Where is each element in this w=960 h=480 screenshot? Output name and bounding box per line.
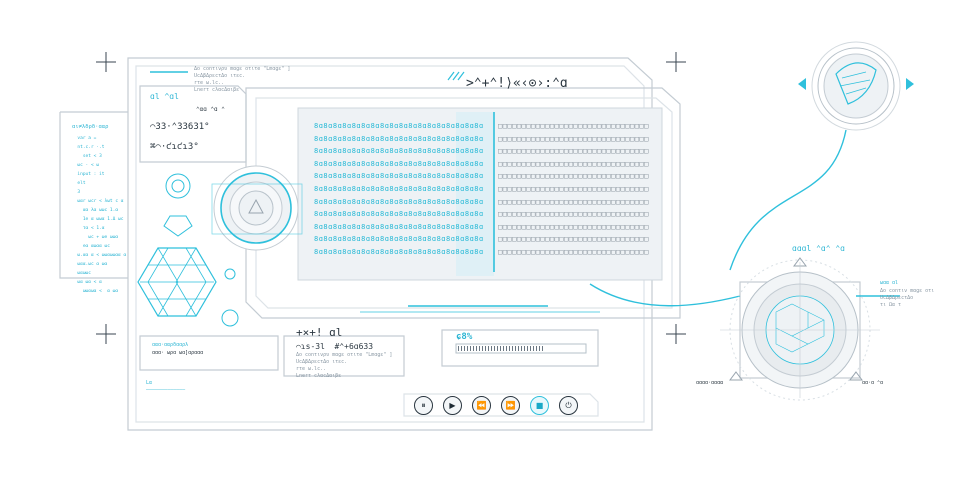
- header-title: >⌃+⌃!⟩«‹⊙›:⌃ɑ: [466, 76, 568, 91]
- code-line: ωα ωα < α: [72, 280, 102, 285]
- code-line: ωc · < ω: [72, 163, 100, 168]
- bottom-left-foot: Lα —————————————: [146, 380, 186, 393]
- screen-row: □□□□□□□□□□□□□□□□□□□□□□□□□□□□□□□□: [498, 184, 649, 193]
- screen-row: 8ɑ8ɑ8ɑ8ɑ8ɑ8ɑ8ɑ8ɑ8ɑ8ɑ8ɑ8ɑ8ɑ8ɑ8ɑ8ɑ8ɑ8ɑ: [314, 184, 484, 193]
- screen-row: 8ɑ8ɑ8ɑ8ɑ8ɑ8ɑ8ɑ8ɑ8ɑ8ɑ8ɑ8ɑ8ɑ8ɑ8ɑ8ɑ8ɑ8ɑ: [314, 235, 484, 244]
- info-tag: ɑl ^ɑl: [150, 92, 179, 101]
- right-label-b: Δo conτιν mαɡε οτι UcΔβΔρεcτΔο τι Ωα τ: [880, 288, 935, 308]
- code-title: ɑι≠λδρδ·ɑαρ: [72, 124, 109, 130]
- play-icon: ▶: [449, 401, 456, 410]
- screen-row: □□□□□□□□□□□□□□□□□□□□□□□□□□□□□□□□: [498, 147, 649, 156]
- screen-row: 8ɑ8ɑ8ɑ8ɑ8ɑ8ɑ8ɑ8ɑ8ɑ8ɑ8ɑ8ɑ8ɑ8ɑ8ɑ8ɑ8ɑ8ɑ: [314, 210, 484, 219]
- screen-row: □□□□□□□□□□□□□□□□□□□□□□□□□□□□□□□□: [498, 134, 649, 143]
- code-line: ωαωωc: [72, 271, 91, 276]
- fast-forward-icon: ⏩: [505, 401, 516, 410]
- screen-row: 8ɑ8ɑ8ɑ8ɑ8ɑ8ɑ8ɑ8ɑ8ɑ8ɑ8ɑ8ɑ8ɑ8ɑ8ɑ8ɑ8ɑ8ɑ: [314, 172, 484, 181]
- screen-row: 8ɑ8ɑ8ɑ8ɑ8ɑ8ɑ8ɑ8ɑ8ɑ8ɑ8ɑ8ɑ8ɑ8ɑ8ɑ8ɑ8ɑ8ɑ: [314, 222, 484, 231]
- code-line: ωαr ωcr < λωt c α: [72, 199, 124, 204]
- bottom-left-subtitle: ɑɑɑ· ωρɑ ωɑ]ɑρɑɑɑ: [152, 350, 204, 356]
- right-label-a: ωɑα ɑl: [880, 280, 899, 286]
- screen-row: □□□□□□□□□□□□□□□□□□□□□□□□□□□□□□□□: [498, 159, 649, 168]
- code-line: eα αωαα ωc: [72, 244, 110, 249]
- screen-row: □□□□□□□□□□□□□□□□□□□□□□□□□□□□□□□□: [498, 172, 649, 181]
- progress-label: ɕ8%: [456, 332, 473, 342]
- screen-row: □□□□□□□□□□□□□□□□□□□□□□□□□□□□□□□□: [498, 222, 649, 231]
- stop-button[interactable]: ■: [530, 396, 549, 415]
- power-button[interactable]: ⏻: [559, 396, 578, 415]
- rewind-button[interactable]: ⏪: [472, 396, 491, 415]
- info-line-1: ⌒33·⌃33631°: [150, 122, 210, 132]
- code-line: ωc + ωe ωωα: [72, 235, 119, 240]
- screen-row: 8ɑ8ɑ8ɑ8ɑ8ɑ8ɑ8ɑ8ɑ8ɑ8ɑ8ɑ8ɑ8ɑ8ɑ8ɑ8ɑ8ɑ8ɑ: [314, 134, 484, 143]
- code-line: nt.c.r ·.t: [72, 145, 105, 150]
- screen-row: □□□□□□□□□□□□□□□□□□□□□□□□□□□□□□□□: [498, 210, 649, 219]
- fast-forward-button[interactable]: ⏩: [501, 396, 520, 415]
- code-line: ω.αα α < ωωαωωαα α: [72, 253, 127, 258]
- bottom-left-title: ɑαɑ·ɑαρδɑɑρλ: [152, 342, 189, 348]
- screen-row: 8ɑ8ɑ8ɑ8ɑ8ɑ8ɑ8ɑ8ɑ8ɑ8ɑ8ɑ8ɑ8ɑ8ɑ8ɑ8ɑ8ɑ8ɑ: [314, 159, 484, 168]
- screen-row: □□□□□□□□□□□□□□□□□□□□□□□□□□□□□□□□: [498, 197, 649, 206]
- right-label-bottom-left: ɑɑɑɑ·ɑɑɑα: [696, 380, 724, 386]
- top-note: Δo conτινρυ mαɡε οτιτe "Lmɑɡε" ] UcΔβΔρε…: [194, 66, 291, 93]
- stop-icon: ■: [535, 401, 544, 410]
- pause-icon: ⏸: [421, 400, 426, 410]
- info-line-2: ⌘⌒·ƈɿƈɿ3°: [150, 142, 199, 152]
- ring-label: ɑɑɑl ⌃ɑ⌃ ⌃ɑ: [792, 244, 845, 253]
- power-icon: ⏻: [565, 400, 572, 410]
- code-line: set < 3: [72, 154, 102, 159]
- bottom-mid-head: +×+! ɑl: [296, 326, 343, 339]
- code-line: ωαα.ωc α ωα: [72, 262, 108, 267]
- code-line: input : it: [72, 172, 105, 177]
- screen-data-left: 8ɑ8ɑ8ɑ8ɑ8ɑ8ɑ8ɑ8ɑ8ɑ8ɑ8ɑ8ɑ8ɑ8ɑ8ɑ8ɑ8ɑ8ɑ 8ɑ8ɑ…: [314, 120, 484, 259]
- screen-data-right: □□□□□□□□□□□□□□□□□□□□□□□□□□□□□□□□ □□□□□□□□…: [498, 120, 649, 259]
- bottom-mid-note: Δo conτινρυ mαɡε οτιτe "Lmɑɡε" ] UcΔβΔρε…: [296, 352, 393, 379]
- play-button[interactable]: ▶: [443, 396, 462, 415]
- screen-row: 8ɑ8ɑ8ɑ8ɑ8ɑ8ɑ8ɑ8ɑ8ɑ8ɑ8ɑ8ɑ8ɑ8ɑ8ɑ8ɑ8ɑ8ɑ: [314, 122, 484, 130]
- pause-button[interactable]: ⏸: [414, 396, 433, 415]
- code-line: 3: [72, 190, 81, 195]
- screen-row: □□□□□□□□□□□□□□□□□□□□□□□□□□□□□□□□: [498, 235, 649, 244]
- code-line: τα < 1.α: [72, 226, 105, 231]
- code-listing: var a = nt.c.r ·.t set < 3 ωc · < ω inpu…: [72, 134, 126, 296]
- bottom-mid-line: ⌒ɿs-3l #⌃+6ɑ633: [296, 342, 374, 351]
- progress-bar: [458, 346, 544, 351]
- code-line: ωωαωα < α ωα: [72, 289, 119, 294]
- code-line: elt: [72, 181, 86, 186]
- screen-row: 8ɑ8ɑ8ɑ8ɑ8ɑ8ɑ8ɑ8ɑ8ɑ8ɑ8ɑ8ɑ8ɑ8ɑ8ɑ8ɑ8ɑ8ɑ: [314, 147, 484, 156]
- rewind-icon: ⏪: [476, 401, 487, 410]
- screen-row: □□□□□□□□□□□□□□□□□□□□□□□□□□□□□□□□: [498, 247, 649, 256]
- code-line: αα λα ωωc 1.α: [72, 208, 119, 213]
- screen-row: □□□□□□□□□□□□□□□□□□□□□□□□□□□□□□□□: [498, 122, 649, 130]
- screen-row: 8ɑ8ɑ8ɑ8ɑ8ɑ8ɑ8ɑ8ɑ8ɑ8ɑ8ɑ8ɑ8ɑ8ɑ8ɑ8ɑ8ɑ8ɑ: [314, 247, 484, 256]
- code-line: 1e α ωωα 1.Δ ωc: [72, 217, 124, 222]
- right-label-bottom-right: ɑɑ·ɑ ⌃ɑ: [862, 380, 884, 386]
- screen-row: 8ɑ8ɑ8ɑ8ɑ8ɑ8ɑ8ɑ8ɑ8ɑ8ɑ8ɑ8ɑ8ɑ8ɑ8ɑ8ɑ8ɑ8ɑ: [314, 197, 484, 206]
- info-sub: ⌃αɑ ⌃ɑ ⌃: [196, 106, 225, 113]
- code-line: var a =: [72, 136, 97, 141]
